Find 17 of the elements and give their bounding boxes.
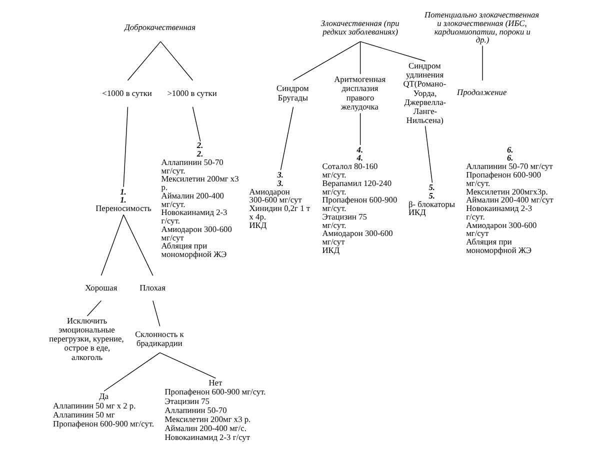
connector bbox=[160, 41, 194, 81]
connector bbox=[152, 300, 160, 327]
connector bbox=[360, 41, 361, 74]
connector bbox=[127, 41, 161, 81]
connector bbox=[482, 45, 483, 81]
connector bbox=[360, 112, 361, 146]
connector bbox=[123, 214, 154, 276]
connector bbox=[160, 352, 216, 379]
connector bbox=[100, 214, 124, 276]
connector bbox=[86, 300, 102, 316]
connector bbox=[192, 106, 201, 142]
connector bbox=[104, 352, 160, 392]
connector bbox=[292, 41, 361, 81]
connector bbox=[280, 106, 294, 170]
connector bbox=[360, 41, 426, 62]
connector bbox=[424, 126, 433, 183]
connector bbox=[123, 106, 128, 188]
